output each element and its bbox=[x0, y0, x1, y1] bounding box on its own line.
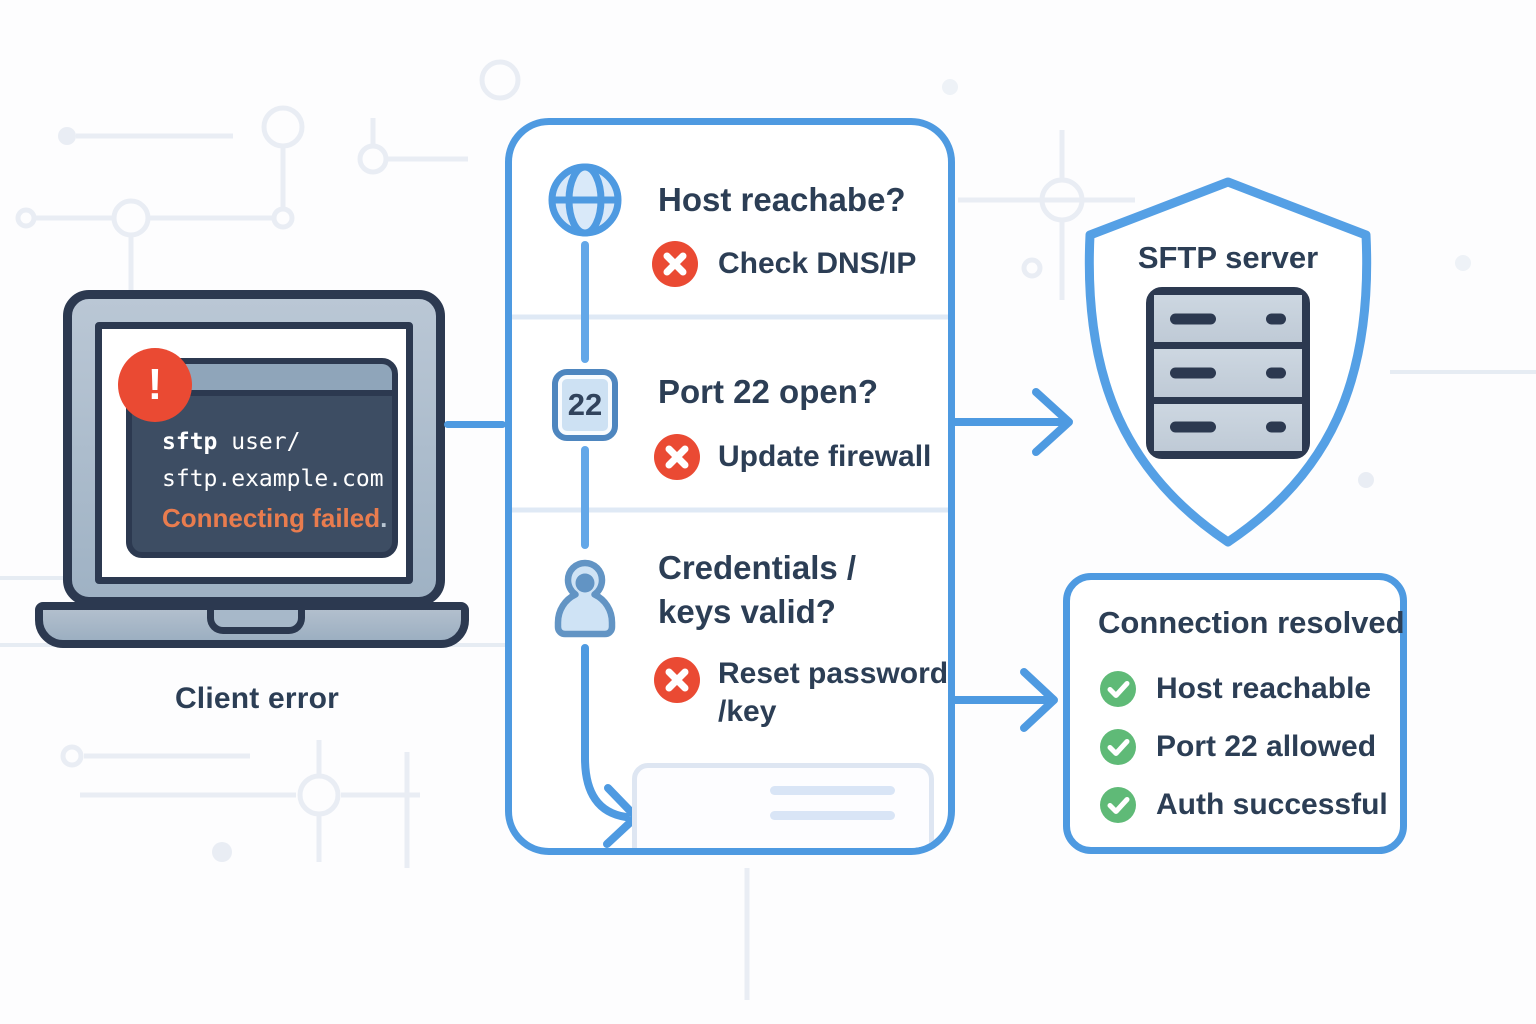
checklist-connector-lines bbox=[512, 241, 948, 848]
step-credentials-question: Credentials / keys valid? bbox=[658, 546, 856, 634]
check-icon bbox=[1100, 729, 1136, 765]
server-rack-icon bbox=[1146, 287, 1310, 459]
exclamation-glyph: ! bbox=[147, 360, 163, 409]
error-x-icon bbox=[654, 434, 700, 480]
terminal-body: sftp user/ sftp.example.com Connecting f… bbox=[132, 396, 392, 538]
rack-led bbox=[1266, 421, 1286, 433]
troubleshooting-checklist-panel: Host reachabe? Check DNS/IP 22 Port 22 o… bbox=[505, 118, 955, 855]
question-line-2: keys valid? bbox=[658, 593, 836, 630]
step-credentials-fix: Reset password /key bbox=[718, 655, 948, 731]
resolved-item-port: Port 22 allowed bbox=[1156, 730, 1377, 763]
rack-slot bbox=[1170, 367, 1216, 379]
terminal-error-text: Connecting failed bbox=[162, 503, 381, 533]
check-icon bbox=[1100, 787, 1136, 823]
server-rack-unit bbox=[1154, 396, 1302, 451]
rack-slot bbox=[1170, 313, 1216, 325]
server-rack-unit bbox=[1154, 342, 1302, 397]
resolved-title: Connection resolved bbox=[1098, 605, 1405, 640]
checklist-to-server-arrow bbox=[950, 388, 1073, 456]
rack-slot bbox=[1170, 421, 1216, 433]
step-port-question: Port 22 open? bbox=[658, 373, 879, 410]
port-22-badge: 22 bbox=[552, 369, 618, 441]
rack-led bbox=[1266, 313, 1286, 325]
document-line bbox=[770, 786, 895, 795]
step-host-question: Host reachabe? bbox=[658, 181, 906, 218]
checklist-to-resolved-arrow bbox=[950, 668, 1058, 732]
client-error-caption: Client error bbox=[174, 682, 340, 715]
check-icon bbox=[1100, 671, 1136, 707]
server-rack-unit bbox=[1154, 295, 1302, 343]
question-line-1: Credentials / bbox=[658, 549, 857, 586]
error-x-icon bbox=[654, 657, 700, 703]
document-placeholder bbox=[632, 763, 934, 848]
terminal-error-line: Connecting failed. bbox=[162, 498, 392, 538]
laptop-notch bbox=[207, 610, 305, 634]
resolved-item-auth: Auth successful bbox=[1156, 788, 1388, 821]
error-alert-icon: ! bbox=[118, 348, 192, 422]
terminal-command: sftp bbox=[162, 429, 218, 455]
rack-led bbox=[1266, 367, 1286, 379]
terminal-command-line: sftp user/ bbox=[162, 424, 392, 461]
fix-line-2: /key bbox=[718, 695, 777, 728]
laptop-base bbox=[35, 602, 469, 648]
sftp-server-label: SFTP server bbox=[1137, 240, 1319, 275]
terminal-host-line: sftp.example.com bbox=[162, 466, 384, 492]
step-host-fix: Check DNS/IP bbox=[718, 247, 917, 280]
step-port-fix: Update firewall bbox=[718, 440, 932, 473]
laptop-to-checklist-connector bbox=[444, 421, 506, 428]
terminal-error-period: . bbox=[380, 503, 388, 533]
resolved-item-host: Host reachable bbox=[1156, 672, 1372, 705]
fix-line-1: Reset password bbox=[718, 657, 949, 690]
port-number: 22 bbox=[567, 387, 603, 422]
document-line bbox=[770, 811, 895, 820]
terminal-command-args: user/ bbox=[217, 429, 301, 455]
connection-resolved-card: Connection resolved Host reachable Port … bbox=[1063, 573, 1407, 854]
error-x-icon bbox=[652, 241, 698, 287]
globe-icon bbox=[548, 163, 622, 237]
user-icon bbox=[554, 559, 616, 638]
